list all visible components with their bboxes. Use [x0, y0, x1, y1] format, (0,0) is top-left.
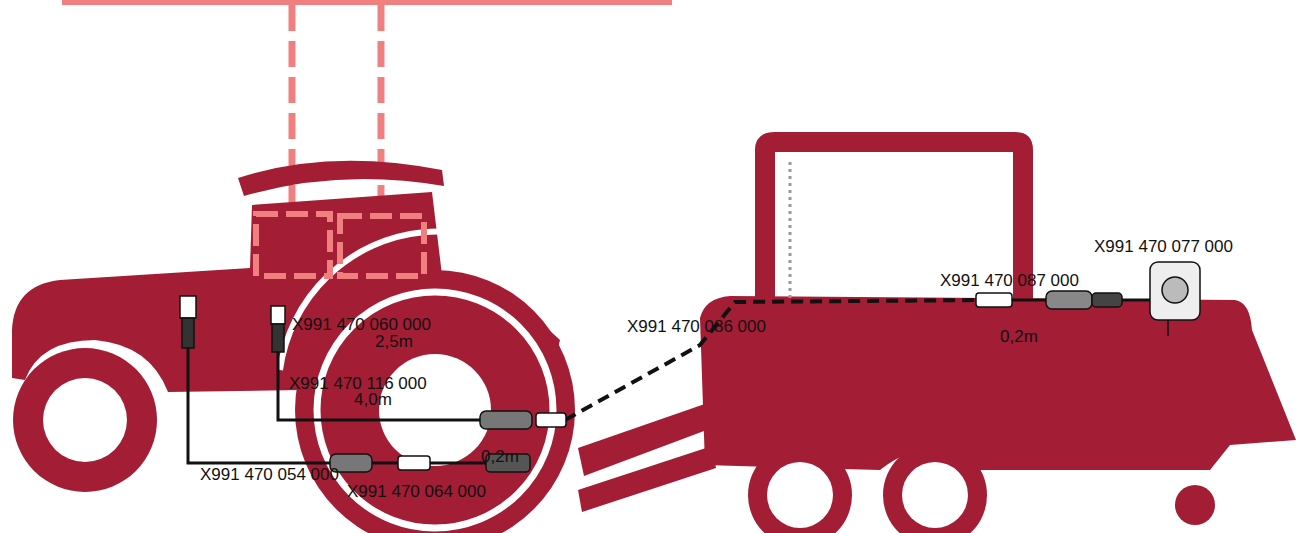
cable-length: 0,2m	[481, 448, 519, 465]
part-number: X991 470 086 000	[627, 318, 766, 335]
part-number: X991 470 064 000	[347, 483, 486, 500]
cable-length: 0,2m	[1000, 328, 1038, 345]
part-number: X991 470 060 000	[292, 316, 431, 333]
cable-length: 4,0m	[354, 391, 392, 408]
baler-silhouette	[578, 132, 1296, 533]
connector	[180, 262, 1200, 472]
part-number: X991 470 077 000	[1094, 238, 1233, 255]
cable-harness	[188, 300, 1152, 463]
cab-indicator	[62, 2, 672, 215]
part-number: X991 470 054 000	[200, 466, 339, 483]
cable-length: 2,5m	[375, 333, 413, 350]
part-number: X991 470 116 000	[289, 375, 427, 392]
tractor-silhouette	[12, 161, 575, 533]
part-number: X991 470 087 000	[940, 272, 1079, 289]
